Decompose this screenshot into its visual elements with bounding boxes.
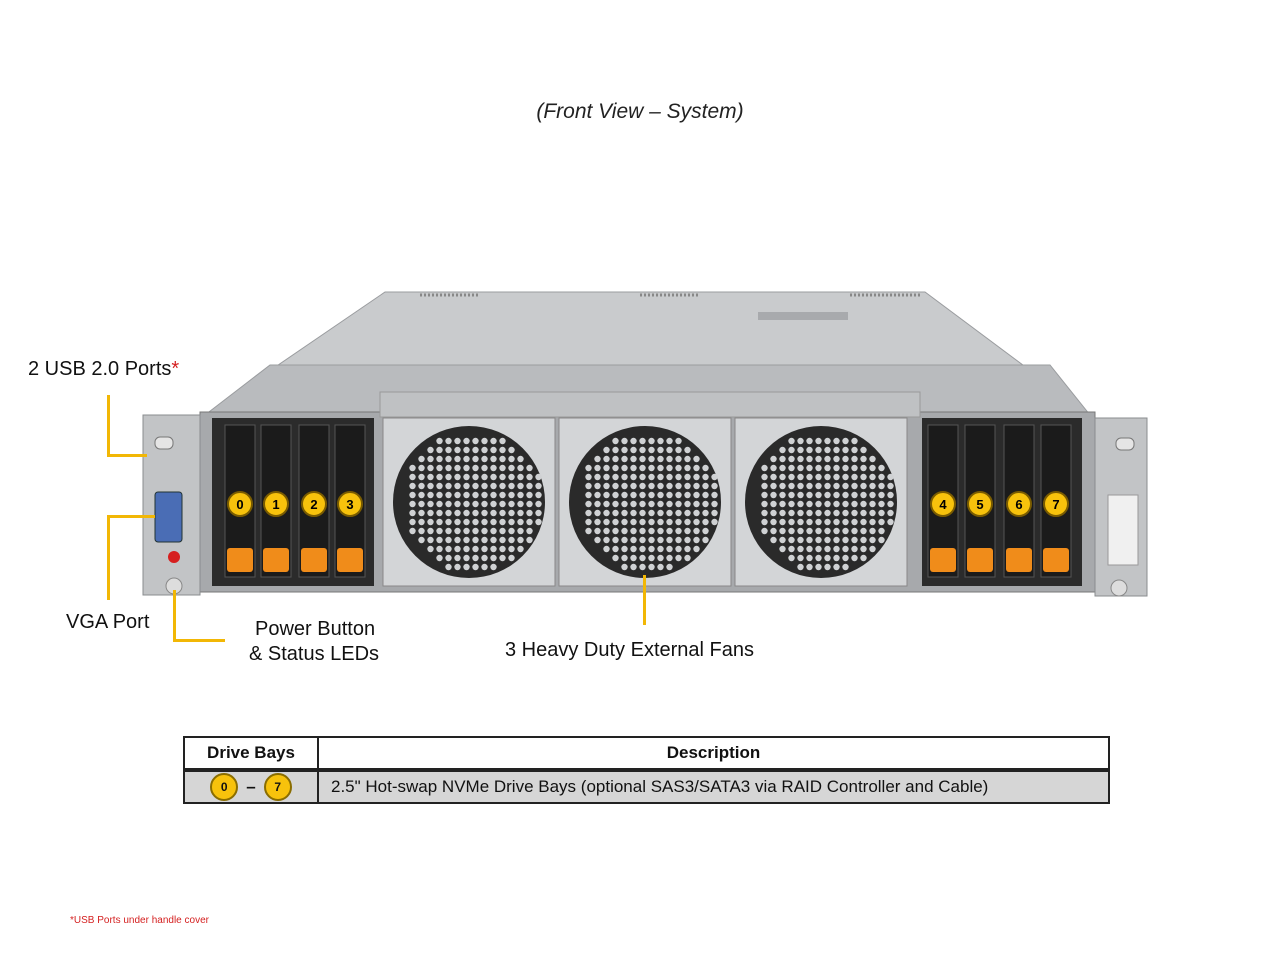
bay-number-label: 2 bbox=[310, 497, 317, 512]
drive-release-tab bbox=[263, 548, 289, 572]
drive-bay-2[interactable]: 2 bbox=[298, 424, 330, 578]
drive-bays-table: Drive Bays Description 0–7 2.5" Hot-swap… bbox=[183, 736, 1110, 804]
fans-label: 3 Heavy Duty External Fans bbox=[505, 639, 754, 661]
bay-number-label: 7 bbox=[1052, 497, 1059, 512]
description-cell: 2.5" Hot-swap NVMe Drive Bays (optional … bbox=[317, 769, 1110, 804]
bay-number-badge bbox=[301, 491, 327, 517]
bay-number-badge bbox=[967, 491, 993, 517]
drive-release-tab bbox=[1006, 548, 1032, 572]
bay-number-badge bbox=[263, 491, 289, 517]
top-vent bbox=[758, 312, 848, 320]
bay-badge-end: 7 bbox=[263, 773, 292, 801]
bay-number-badge bbox=[930, 491, 956, 517]
drive-bay-3[interactable]: 3 bbox=[334, 424, 366, 578]
bay-range-dash: – bbox=[246, 777, 256, 796]
drive-release-tab bbox=[1043, 548, 1069, 572]
vga-port bbox=[154, 491, 183, 543]
bay-number-label: 0 bbox=[236, 497, 243, 512]
fan-3 bbox=[734, 417, 908, 587]
fan-2 bbox=[558, 417, 732, 587]
bay-number-badge bbox=[337, 491, 363, 517]
bay-number-label: 4 bbox=[939, 497, 947, 512]
table-row: 0–7 2.5" Hot-swap NVMe Drive Bays (optio… bbox=[183, 769, 1110, 804]
bay-range-cell: 0–7 bbox=[183, 769, 319, 804]
status-leds-label: & Status LEDs bbox=[249, 643, 380, 665]
usb-footnote-mark: * bbox=[171, 358, 180, 380]
power-button bbox=[168, 551, 180, 563]
drive-release-tab bbox=[227, 548, 253, 572]
bay-number-label: 5 bbox=[976, 497, 983, 512]
fan-1 bbox=[382, 417, 556, 587]
drive-bay-5[interactable]: 5 bbox=[964, 424, 996, 578]
bay-number-badge bbox=[1006, 491, 1032, 517]
bay-number-label: 3 bbox=[346, 497, 353, 512]
power-button-label: Power Button bbox=[255, 618, 376, 640]
drive-bay-7[interactable]: 7 bbox=[1040, 424, 1072, 578]
drive-release-tab bbox=[301, 548, 327, 572]
drive-bay-1[interactable]: 1 bbox=[260, 424, 292, 578]
drive-release-tab bbox=[337, 548, 363, 572]
drive-release-tab bbox=[930, 548, 956, 572]
vga-port-label: VGA Port bbox=[66, 611, 150, 633]
header-description: Description bbox=[317, 736, 1110, 771]
bay-badge-start: 0 bbox=[210, 773, 239, 801]
usb-ports-label: 2 USB 2.0 Ports* bbox=[28, 357, 179, 382]
drive-bay-4[interactable]: 4 bbox=[927, 424, 959, 578]
drive-bay-0[interactable]: 0 bbox=[224, 424, 256, 578]
page-title: (Front View – System) bbox=[536, 100, 744, 123]
usb-ports bbox=[154, 436, 174, 450]
bay-number-label: 6 bbox=[1015, 497, 1022, 512]
usb-ports-label-text: 2 USB 2.0 Ports bbox=[28, 358, 172, 380]
header-drive-bays: Drive Bays bbox=[183, 736, 319, 771]
bay-number-label: 1 bbox=[272, 497, 279, 512]
drive-bay-6[interactable]: 6 bbox=[1003, 424, 1035, 578]
bay-number-badge bbox=[1043, 491, 1069, 517]
bay-number-badge bbox=[227, 491, 253, 517]
drive-release-tab bbox=[967, 548, 993, 572]
footnote: *USB Ports under handle cover bbox=[70, 915, 209, 926]
